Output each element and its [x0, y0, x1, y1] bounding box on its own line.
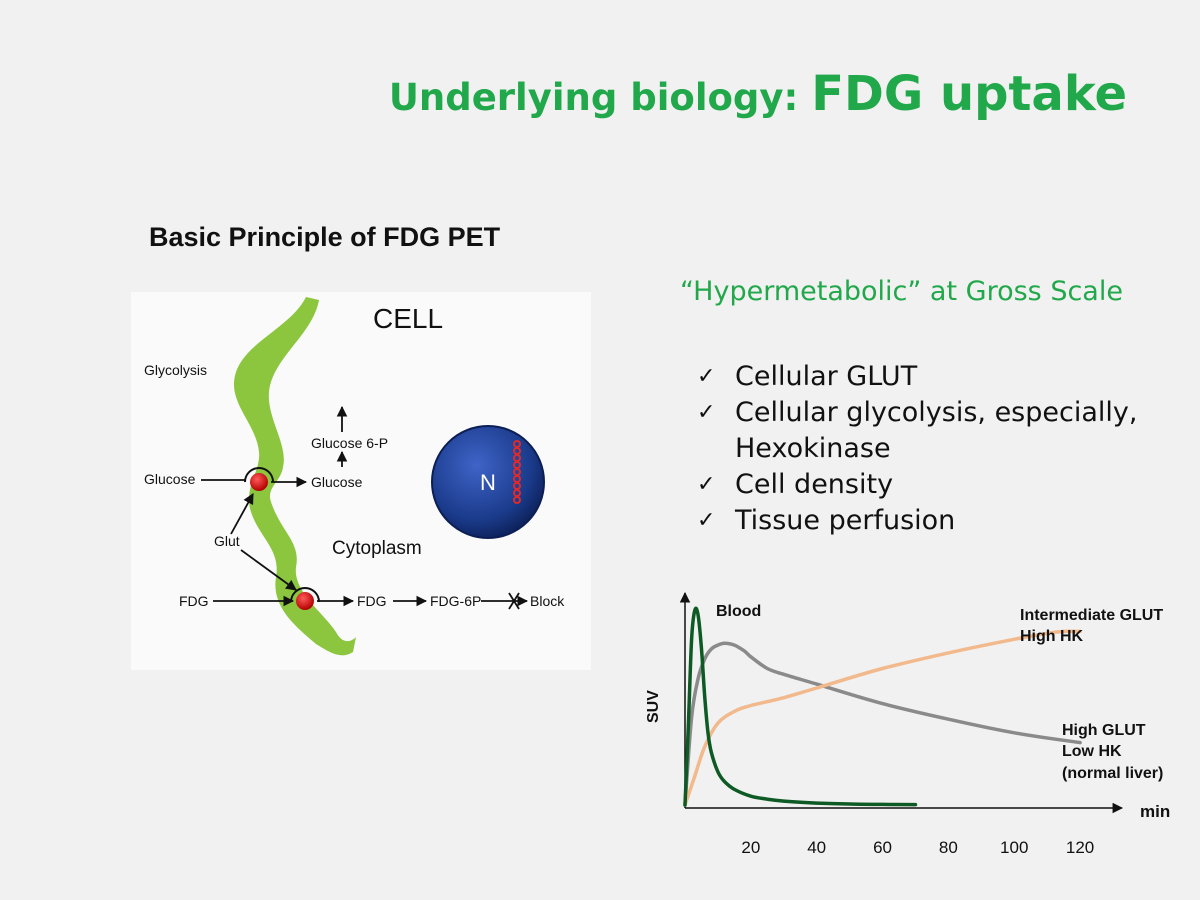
list-item-text: Cell density [735, 469, 894, 500]
flow-arrows [201, 405, 529, 610]
liver-annotation-line1: High GLUT [1062, 722, 1146, 739]
list-item: ✓ Cellular glycolysis, especially, Hexoki… [697, 395, 1175, 467]
intermediate-curve [683, 629, 1082, 807]
glucose-6p-label: Glucose 6-P [311, 435, 388, 451]
x-tick-label: 60 [873, 838, 892, 857]
liver-annotation-line3: (normal liver) [1062, 765, 1163, 782]
checkmark-icon: ✓ [697, 508, 716, 533]
cell-diagram: CELL Glycolysis Glucose Glucose Glucose … [131, 292, 591, 670]
block-label: Block [530, 593, 565, 609]
x-tick-label: 80 [939, 838, 958, 857]
glucose-inside-label: Glucose [311, 474, 363, 490]
x-tick-label: 40 [807, 838, 826, 857]
glut-transporter-top [244, 467, 274, 483]
fdg-outside-label: FDG [179, 593, 209, 609]
y-axis-label: SUV [645, 690, 662, 723]
list-item: ✓ Cell density [697, 467, 1175, 503]
intermediate-annotation-line1: Intermediate GLUT [1020, 607, 1163, 624]
nucleus-label: N [480, 470, 496, 495]
list-item-text: Cellular glycolysis, especially, Hexokin… [735, 397, 1138, 464]
x-axis-label: min [1140, 802, 1170, 821]
fdg-6p-label: FDG-6P [430, 593, 481, 609]
glut-dot-top [250, 473, 268, 491]
cell-diagram-svg: CELL Glycolysis Glucose Glucose Glucose … [144, 297, 565, 656]
diagram-heading: Basic Principle of FDG PET [149, 222, 501, 252]
glucose-outside-label: Glucose [144, 471, 196, 487]
slide-title: Underlying biology: FDG uptake [389, 66, 1127, 122]
checkmark-icon: ✓ [697, 400, 716, 425]
glut-label: Glut [214, 533, 240, 549]
title-emphasis: FDG uptake [811, 66, 1127, 122]
list-item: ✓ Tissue perfusion [697, 503, 1175, 539]
hypermetabolic-heading: “Hypermetabolic” at Gross Scale [680, 276, 1123, 307]
factor-list: ✓ Cellular GLUT ✓ Cellular glycolysis, esp… [697, 359, 1175, 539]
blood-curve [683, 606, 918, 807]
x-tick-label: 120 [1066, 838, 1094, 857]
title-prefix: Underlying biology: [388, 76, 812, 119]
list-item: ✓ Cellular GLUT [697, 359, 1175, 395]
x-tick-label: 100 [1000, 838, 1028, 857]
cell-label: CELL [373, 303, 443, 334]
fdg-inside-label: FDG [357, 593, 387, 609]
cell-membrane [233, 297, 356, 656]
blood-annotation: Blood [716, 603, 761, 620]
cytoplasm-label: Cytoplasm [332, 538, 422, 559]
checkmark-icon: ✓ [697, 472, 716, 497]
x-tick-label: 20 [741, 838, 760, 857]
list-item-text: Cellular GLUT [735, 361, 918, 392]
dna-strand-icon [513, 440, 521, 504]
glut-dot-bottom [296, 592, 314, 610]
suv-time-chart: SUV min 20 40 60 80 100 120 Blood Intermediat… [645, 591, 1170, 857]
list-item-text: Tissue perfusion [735, 505, 956, 536]
glycolysis-label: Glycolysis [144, 362, 207, 378]
intermediate-annotation-line2: High HK [1020, 628, 1084, 645]
checkmark-icon: ✓ [697, 364, 716, 389]
liver-annotation-line2: Low HK [1062, 743, 1122, 760]
